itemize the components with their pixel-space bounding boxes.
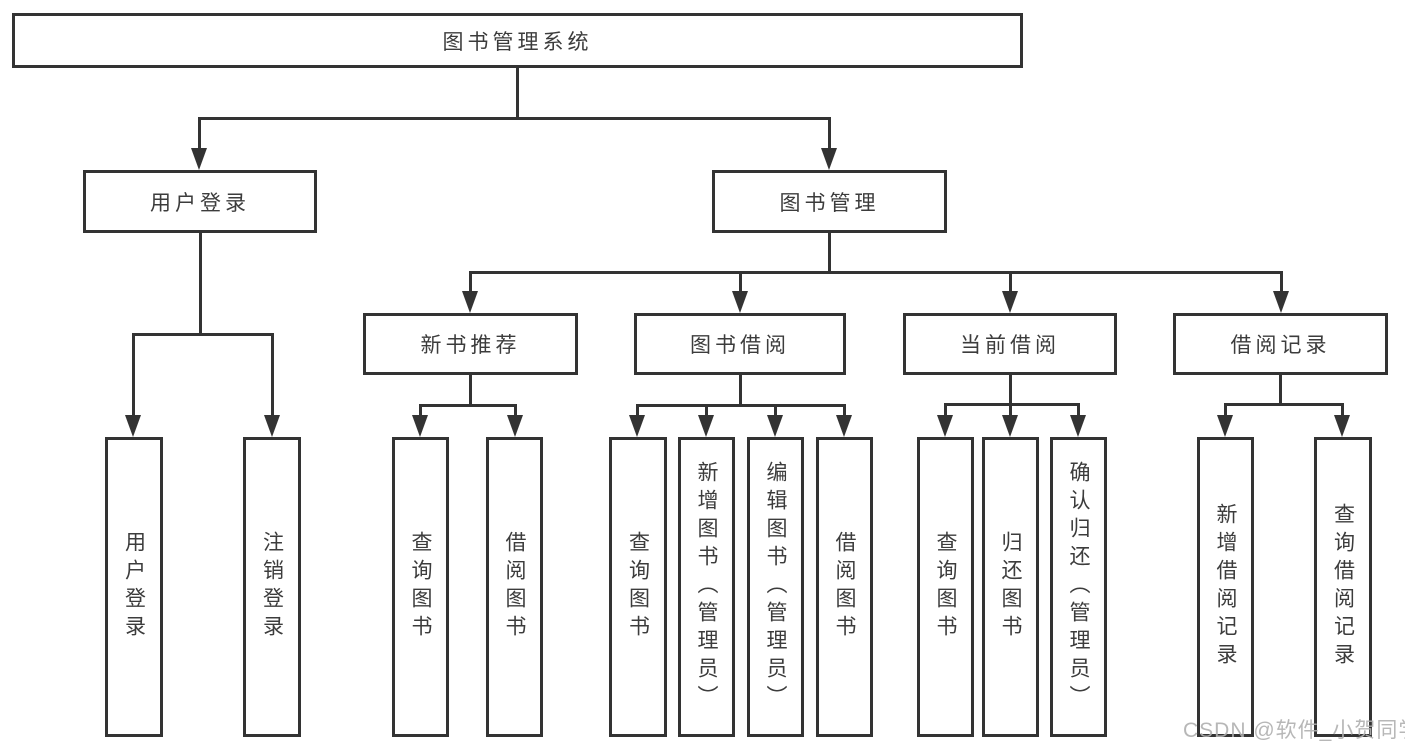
arrow-down-icon (1334, 415, 1350, 437)
node-br-query-record-label: 查询借阅记录 (1331, 503, 1355, 671)
node-book-management-label: 图书管理 (779, 191, 880, 215)
connector-leaf (419, 404, 422, 417)
connector-to-user-login (198, 117, 201, 151)
connector-leaf (1224, 403, 1227, 417)
node-bb-query-book: 查询图书 (609, 437, 667, 737)
connector-user-login-branch (132, 333, 274, 336)
arrow-down-icon (125, 415, 141, 437)
node-book-management: 图书管理 (712, 170, 947, 233)
node-nbr-query-book: 查询图书 (392, 437, 449, 737)
connector-to-logout (271, 333, 274, 416)
node-bb-query-book-label: 查询图书 (626, 531, 650, 643)
node-root-label: 图书管理系统 (442, 30, 593, 54)
node-bb-add-book-label: 新增图书（管理员） (695, 461, 718, 713)
connector-to-book-management (828, 117, 831, 151)
arrow-down-icon (767, 415, 783, 437)
node-login-label: 用户登录 (122, 531, 146, 643)
arrow-down-icon (1217, 415, 1233, 437)
connector-new-book-stem (469, 375, 472, 406)
connector-new-book-branch (419, 404, 517, 407)
arrow-down-icon (937, 415, 953, 437)
node-cb-confirm-return-label: 确认归还（管理员） (1067, 461, 1090, 713)
connector-leaf (636, 404, 639, 417)
node-user-login: 用户登录 (83, 170, 317, 233)
arrow-down-icon (698, 415, 714, 437)
node-bb-edit-book: 编辑图书（管理员） (747, 437, 804, 737)
node-borrow-records-label: 借阅记录 (1230, 334, 1331, 357)
connector-leaf (1341, 403, 1344, 417)
node-logout-label: 注销登录 (260, 531, 284, 643)
connector-borrow-records-stem (1279, 375, 1282, 405)
connector-to-new-book (469, 271, 472, 293)
node-login: 用户登录 (105, 437, 163, 737)
connector-leaf (514, 404, 517, 417)
arrow-down-icon (1002, 415, 1018, 437)
node-bb-add-book: 新增图书（管理员） (678, 437, 735, 737)
connector-root-stem (516, 68, 519, 118)
connector-user-login-stem (199, 233, 202, 335)
node-cb-return-book: 归还图书 (982, 437, 1039, 737)
watermark: CSDN @软件_小贺同学 (1183, 719, 1405, 742)
arrow-down-icon (264, 415, 280, 437)
node-cb-query-book-label: 查询图书 (934, 531, 957, 643)
connector-borrow-records-branch (1224, 403, 1344, 406)
node-nbr-borrow-book: 借阅图书 (486, 437, 543, 737)
arrow-down-icon (462, 291, 478, 313)
node-cb-return-book-label: 归还图书 (999, 531, 1022, 643)
arrow-down-icon (836, 415, 852, 437)
arrow-down-icon (732, 291, 748, 313)
arrow-down-icon (412, 415, 428, 437)
arrow-down-icon (1070, 415, 1086, 437)
node-cb-query-book: 查询图书 (917, 437, 974, 737)
arrow-down-icon (1273, 291, 1289, 313)
connector-current-borrow-branch (944, 403, 1080, 406)
node-borrow-records: 借阅记录 (1173, 313, 1388, 375)
connector-leaf (1009, 403, 1012, 417)
arrow-down-icon (821, 148, 837, 170)
node-nbr-borrow-book-label: 借阅图书 (503, 531, 526, 643)
arrow-down-icon (629, 415, 645, 437)
node-bb-borrow-book-label: 借阅图书 (833, 531, 856, 643)
node-bb-edit-book-label: 编辑图书（管理员） (764, 461, 787, 713)
node-new-book-recommend: 新书推荐 (363, 313, 578, 375)
node-book-borrow-label: 图书借阅 (690, 334, 790, 357)
node-user-login-label: 用户登录 (150, 191, 250, 215)
connector-book-management-stem (828, 233, 831, 273)
node-bb-borrow-book: 借阅图书 (816, 437, 873, 737)
connector-leaf (843, 404, 846, 417)
node-cb-confirm-return: 确认归还（管理员） (1050, 437, 1107, 737)
connector-book-borrow-branch (636, 404, 846, 407)
connector-leaf (774, 404, 777, 417)
connector-to-borrow-records (1280, 271, 1283, 293)
connector-current-borrow-stem (1009, 375, 1012, 405)
connector-leaf (705, 404, 708, 417)
connector-book-borrow-stem (739, 375, 742, 406)
connector-book-management-branch (469, 271, 1283, 274)
node-br-add-record: 新增借阅记录 (1197, 437, 1254, 737)
node-nbr-query-book-label: 查询图书 (409, 531, 432, 643)
node-root: 图书管理系统 (12, 13, 1023, 68)
connector-to-current-borrow (1009, 271, 1012, 293)
node-logout: 注销登录 (243, 437, 301, 737)
node-new-book-recommend-label: 新书推荐 (420, 334, 521, 357)
connector-leaf (944, 403, 947, 417)
node-br-query-record: 查询借阅记录 (1314, 437, 1372, 737)
connector-leaf (1077, 403, 1080, 417)
arrow-down-icon (507, 415, 523, 437)
arrow-down-icon (1002, 291, 1018, 313)
node-current-borrow: 当前借阅 (903, 313, 1117, 375)
node-book-borrow: 图书借阅 (634, 313, 846, 375)
node-current-borrow-label: 当前借阅 (960, 334, 1060, 357)
connector-to-login (132, 333, 135, 416)
node-br-add-record-label: 新增借阅记录 (1214, 503, 1237, 671)
arrow-down-icon (191, 148, 207, 170)
connector-to-book-borrow (739, 271, 742, 293)
connector-root-branch (198, 117, 831, 120)
